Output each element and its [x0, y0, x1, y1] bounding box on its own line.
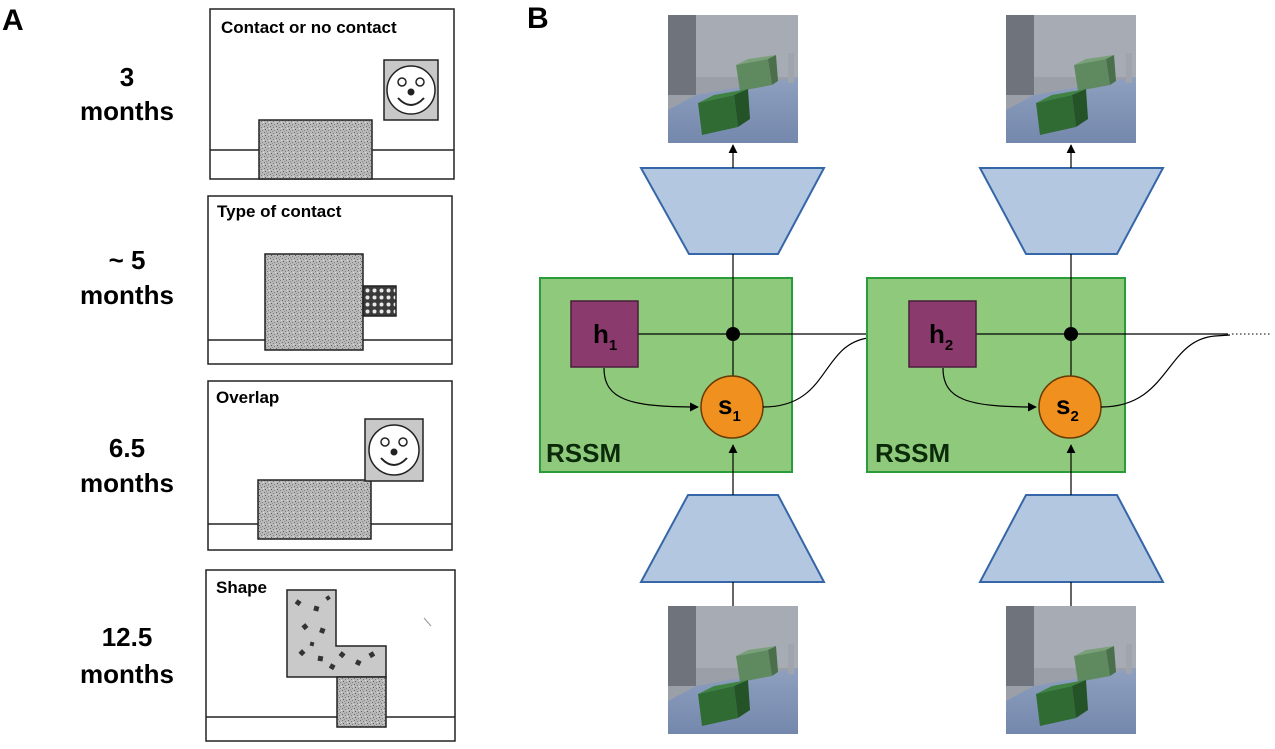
s-state-1-label: s1 — [718, 390, 741, 425]
input-frame-2 — [1006, 606, 1136, 734]
encoder-1 — [639, 494, 826, 583]
rssm-label-2: RSSM — [875, 438, 950, 468]
h-state-1 — [570, 300, 639, 368]
h-to-s-arrow-2 — [942, 367, 1037, 412]
s-state-2-label: s2 — [1056, 390, 1079, 425]
s-state-2-base: s — [1056, 390, 1070, 420]
h-state-2-base: h — [929, 319, 945, 349]
s2-outgoing-curve — [1100, 334, 1231, 408]
h-state-1-base: h — [593, 319, 609, 349]
h-state-1-label: h1 — [593, 319, 617, 354]
age-3-line1: 6.5 — [109, 433, 145, 463]
row-1: 3 months Contact or no contact — [80, 8, 455, 180]
decoder-1 — [639, 167, 826, 255]
l-shape-block — [286, 589, 387, 678]
box-2 — [264, 253, 364, 351]
caption-3: Overlap — [216, 388, 279, 407]
h-state-2 — [908, 300, 977, 368]
box-3 — [257, 479, 372, 540]
clown-face-icon — [383, 59, 439, 121]
encoder-2 — [978, 494, 1165, 583]
output-frame-1 — [668, 15, 798, 143]
h-state-2-sub: 2 — [945, 337, 953, 354]
age-1-line2: months — [80, 96, 174, 126]
age-1-line1: 3 — [120, 62, 134, 92]
caption-2: Type of contact — [217, 202, 342, 221]
row-3: 6.5 months Overlap — [80, 380, 453, 551]
h-to-s-arrow-1 — [603, 367, 699, 412]
age-4-line2: months — [80, 659, 174, 689]
age-3-line2: months — [80, 468, 174, 498]
input-frame-1 — [668, 606, 798, 734]
small-dotted-block — [362, 285, 397, 317]
caption-4: Shape — [216, 578, 267, 597]
rssm-label-1: RSSM — [546, 438, 621, 468]
box-1 — [258, 119, 373, 180]
pencil-mark — [423, 617, 432, 627]
timestep-2: RSSM h2 s2 — [866, 15, 1165, 734]
panel-b-label: B — [527, 2, 549, 35]
row-4: 12.5 months Shape — [80, 569, 456, 742]
age-2-line1: ~ 5 — [109, 245, 146, 275]
h-state-1-sub: 1 — [609, 337, 617, 354]
age-2-line2: months — [80, 280, 174, 310]
caption-1: Contact or no contact — [221, 18, 397, 37]
timestep-1: RSSM h1 s1 — [539, 15, 826, 734]
panel-a-label: A — [2, 4, 24, 37]
lower-block — [336, 676, 387, 728]
l-shape-pattern — [294, 595, 376, 671]
s-state-1-base: s — [718, 390, 732, 420]
clown-face-icon — [364, 418, 424, 482]
s1-to-h2-curve — [762, 335, 899, 408]
s-state-2-sub: 2 — [1070, 408, 1078, 425]
row-2: ~ 5 months Type of contact — [80, 195, 453, 365]
decoder-2 — [978, 167, 1165, 255]
output-frame-2 — [1006, 15, 1136, 143]
age-4-line1: 12.5 — [102, 622, 153, 652]
h-state-2-label: h2 — [929, 319, 953, 354]
s-state-1-sub: 1 — [732, 408, 740, 425]
